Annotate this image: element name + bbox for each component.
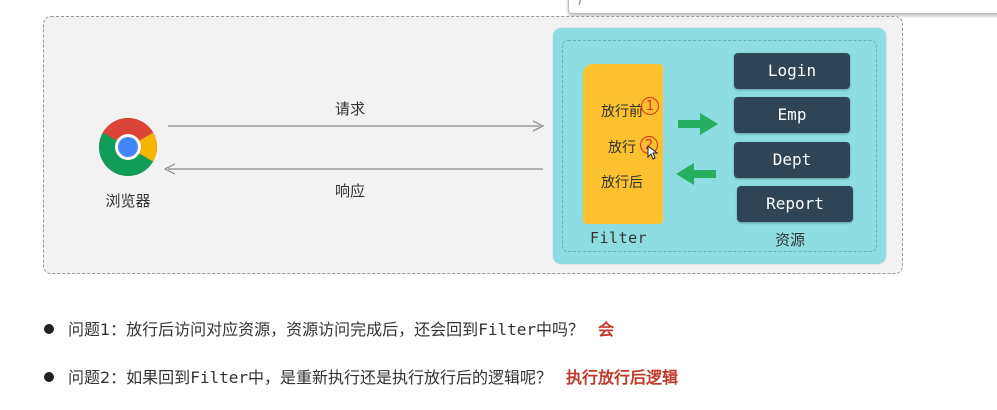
filter-label: Filter bbox=[590, 229, 648, 247]
resource-login-button[interactable]: Login bbox=[734, 53, 850, 89]
question-2-suffix: 中，是重新执行还是执行放行后的逻辑呢？ bbox=[247, 368, 552, 387]
request-label: 请求 bbox=[334, 100, 365, 118]
response-label: 响应 bbox=[334, 182, 365, 200]
resource-report-button[interactable]: Report bbox=[737, 186, 853, 222]
resource-emp-button[interactable]: Emp bbox=[734, 97, 850, 133]
server-inner-border bbox=[562, 40, 877, 252]
question-2: 问题2：如果回到Filter中，是重新执行还是执行放行后的逻辑呢？ 执行放行后逻辑 bbox=[44, 364, 678, 388]
resource-dept-button[interactable]: Dept bbox=[734, 142, 850, 178]
filter-item-release: 放行 bbox=[608, 140, 636, 156]
question-1: 问题1：放行后访问对应资源，资源访问完成后，还会回到Filter中吗？ 会 bbox=[44, 316, 614, 340]
filter-item-after: 放行后 bbox=[601, 175, 643, 191]
green-arrow-left-icon bbox=[676, 163, 716, 185]
question-1-code: Filter bbox=[478, 320, 536, 339]
cursor-icon bbox=[647, 145, 659, 160]
question-1-suffix: 中吗？ bbox=[535, 320, 584, 339]
chrome-icon bbox=[99, 118, 157, 176]
response-arrowhead bbox=[163, 163, 176, 175]
question-2-prefix: 问题2：如果回到 bbox=[68, 368, 191, 387]
question-2-answer: 执行放行后逻辑 bbox=[566, 368, 679, 387]
marker-1: 1 bbox=[641, 97, 659, 115]
overlay-window-edge: ) bbox=[568, 0, 997, 14]
question-1-answer: 会 bbox=[598, 320, 615, 339]
request-arrowhead bbox=[532, 120, 545, 132]
overlay-window-text: ) bbox=[577, 0, 583, 7]
bullet-icon bbox=[44, 371, 54, 382]
bullet-icon bbox=[44, 323, 54, 334]
question-2-code: Filter bbox=[190, 368, 248, 387]
green-arrow-right-icon bbox=[678, 113, 718, 135]
filter-item-before: 放行前 bbox=[601, 104, 643, 120]
browser-label: 浏览器 bbox=[105, 192, 151, 210]
resources-label: 资源 bbox=[775, 231, 806, 249]
question-1-prefix: 问题1：放行后访问对应资源，资源访问完成后，还会回到 bbox=[68, 320, 479, 339]
